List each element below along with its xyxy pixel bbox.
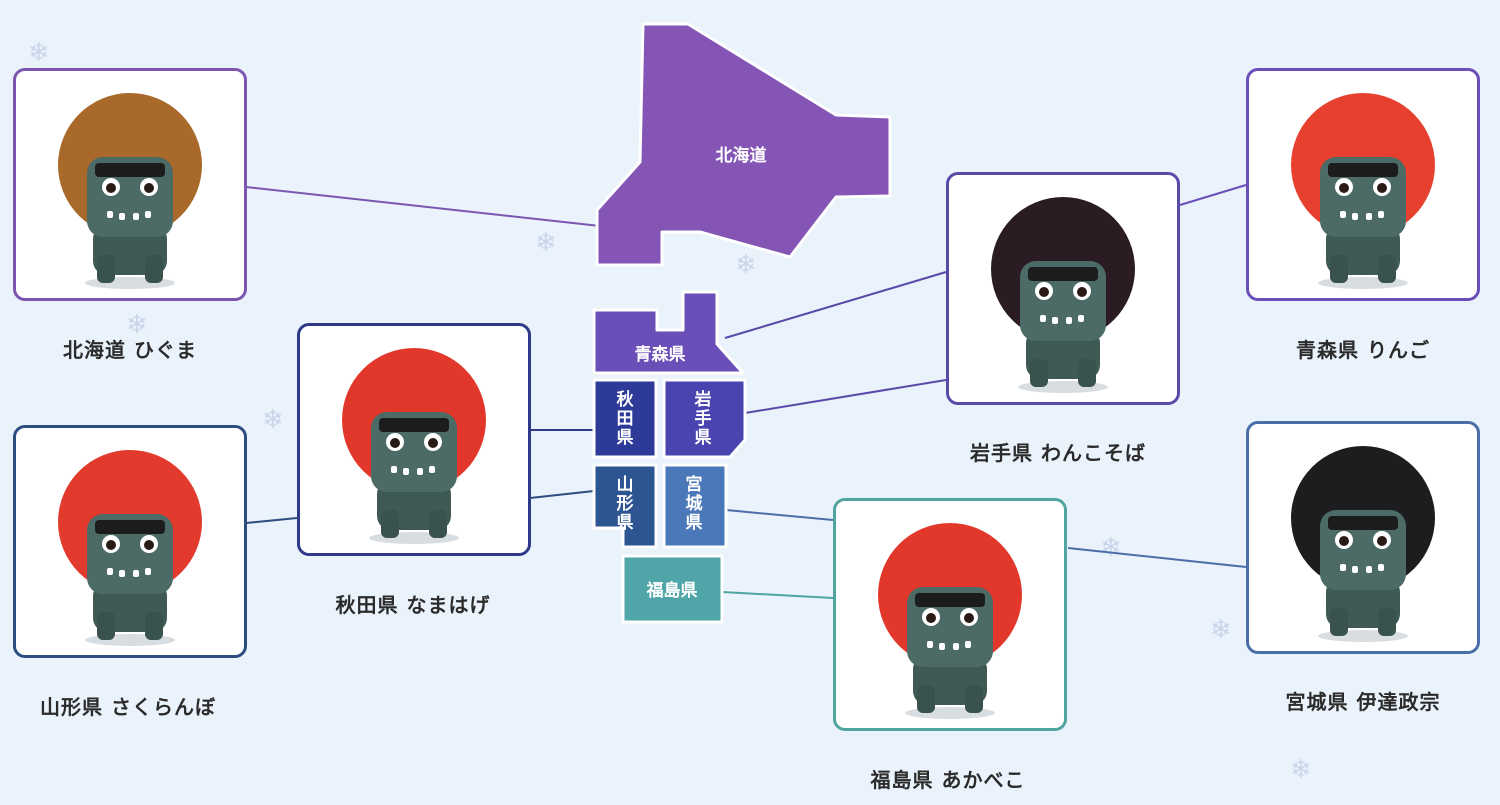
svg-text:県: 県 (686, 513, 703, 533)
product-card-hokkaido[interactable] (13, 68, 247, 301)
plush-mascot-image (878, 522, 1022, 719)
product-card-akita[interactable] (297, 323, 531, 556)
connector-aomori (1179, 184, 1247, 206)
product-label-iwate: 岩手県 わんこそば (970, 441, 1146, 465)
map-label-iwate: 岩手県 (694, 389, 712, 448)
map-miyagi[interactable] (662, 463, 728, 549)
map-hokkaido[interactable] (595, 22, 892, 267)
snowflake-icon: ❄ (735, 250, 757, 280)
product-card-aomori[interactable] (1246, 68, 1480, 301)
product-card-fukushima[interactable] (833, 498, 1067, 731)
snowflake-icon: ❄ (28, 38, 50, 68)
map-label-akita: 秋田県 (617, 389, 635, 448)
svg-text:県: 県 (695, 428, 712, 448)
snowflake-icon: ❄ (1290, 755, 1312, 785)
svg-text:手: 手 (695, 408, 712, 429)
svg-text:県: 県 (617, 428, 634, 448)
map-yamagata[interactable] (592, 463, 658, 549)
map-fukushima[interactable] (621, 554, 724, 624)
map-label-aomori: 青森県 (635, 344, 686, 365)
svg-text:城: 城 (686, 494, 703, 514)
connector-yamagata-map (529, 490, 595, 499)
plush-mascot-image (58, 92, 202, 289)
snowflake-icon: ❄ (1210, 615, 1232, 645)
plush-mascot-image (1291, 445, 1435, 642)
product-label-miyagi: 宮城県 伊達政宗 (1285, 690, 1441, 714)
product-card-iwate[interactable] (946, 172, 1180, 405)
product-card-yamagata[interactable] (13, 425, 247, 658)
snowflake-icon: ❄ (1100, 533, 1122, 563)
svg-text:山: 山 (617, 475, 634, 495)
connector-miyagi-map (725, 509, 834, 521)
map-aomori[interactable] (592, 290, 745, 375)
map-iwate[interactable] (662, 378, 747, 459)
map-label-miyagi: 宮城県 (686, 474, 703, 533)
map-akita[interactable] (592, 378, 658, 459)
connector-yamagata (245, 517, 298, 524)
snowflake-icon: ❄ (126, 310, 148, 340)
connector-miyagi (1067, 547, 1247, 568)
connector-aomori-map (724, 271, 947, 339)
svg-text:田: 田 (617, 409, 634, 429)
connector-hokkaido (245, 186, 601, 227)
connector-fukushima (721, 591, 834, 599)
svg-text:岩: 岩 (694, 389, 712, 410)
svg-text:形: 形 (617, 493, 634, 514)
product-label-akita: 秋田県 なまはげ (335, 593, 491, 617)
svg-text:県: 県 (617, 513, 634, 533)
plush-mascot-image (58, 449, 202, 646)
product-card-miyagi[interactable] (1246, 421, 1480, 654)
connector-iwate (744, 379, 947, 414)
snowflake-icon: ❄ (262, 405, 284, 435)
map-label-yamagata: 山形県 (617, 475, 634, 533)
snowflake-icon: ❄ (535, 228, 557, 258)
map-label-fukushima: 福島県 (646, 580, 698, 601)
svg-text:宮: 宮 (686, 474, 703, 495)
product-label-yamagata: 山形県 さくらんぼ (40, 695, 216, 719)
plush-mascot-image (342, 347, 486, 544)
product-label-hokkaido: 北海道 ひぐま (63, 338, 197, 362)
plush-mascot-image (1291, 92, 1435, 289)
product-label-aomori: 青森県 りんご (1296, 338, 1430, 362)
plush-mascot-image (991, 196, 1135, 393)
svg-text:秋: 秋 (617, 389, 635, 410)
map-label-hokkaido: 北海道 (716, 145, 767, 166)
product-label-fukushima: 福島県 あかべこ (870, 768, 1026, 792)
